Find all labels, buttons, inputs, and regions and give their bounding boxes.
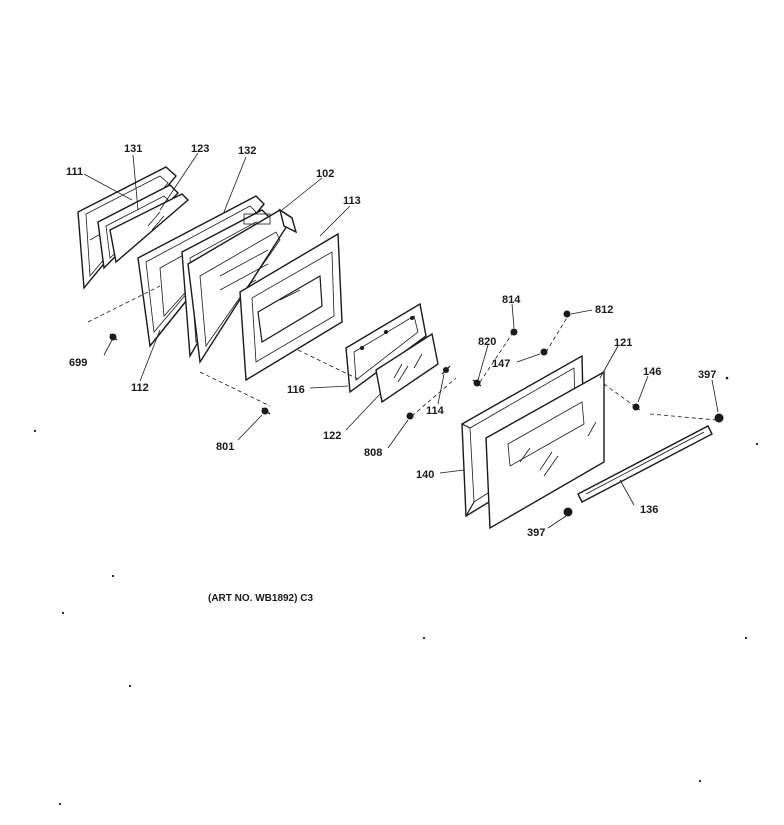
label-102: 102: [316, 168, 334, 180]
label-114: 114: [426, 405, 445, 417]
leader-lines: [83, 152, 719, 529]
label-397-bottom: 397: [527, 527, 545, 539]
label-121: 121: [614, 337, 632, 349]
part-820-screw: [472, 379, 482, 387]
label-801: 801: [216, 441, 234, 453]
part-812-screw: [563, 310, 571, 318]
part-121-outer-glass: [485, 370, 605, 530]
scan-specks: [33, 376, 759, 806]
part-113-door-panel: [239, 232, 343, 382]
label-140: 140: [416, 469, 434, 481]
label-147: 147: [492, 358, 510, 370]
part-123-glass: [109, 193, 190, 264]
label-132: 132: [238, 145, 256, 157]
part-122-glass: [375, 332, 439, 404]
label-814: 814: [502, 294, 521, 306]
label-113: 113: [343, 195, 361, 207]
label-122: 122: [323, 430, 341, 442]
part-146-clip: [632, 403, 640, 411]
alignment-lines: [87, 285, 717, 421]
label-808: 808: [364, 447, 382, 459]
label-111: 111: [66, 166, 83, 178]
part-number-labels: 111 131 123 132 102 113 699 112 116 801 …: [66, 143, 716, 539]
art-number-caption: (ART NO. WB1892) C3: [208, 593, 313, 604]
label-397-top: 397: [698, 369, 716, 381]
label-123: 123: [191, 143, 209, 155]
label-699: 699: [69, 357, 87, 369]
part-114-clip: [441, 365, 451, 375]
label-820: 820: [478, 336, 496, 348]
part-397-end-cap-bottom: [563, 507, 573, 517]
part-808-screw: [406, 412, 414, 420]
label-112: 112: [131, 382, 149, 394]
part-102-inner-box: [187, 208, 298, 365]
part-147-clip: [540, 348, 548, 356]
label-146: 146: [643, 366, 661, 378]
part-116-window-frame: [345, 302, 427, 394]
label-116: 116: [287, 384, 305, 396]
part-814-screw: [510, 328, 518, 336]
part-397-end-cap-top: [714, 413, 724, 423]
label-136: 136: [640, 504, 658, 516]
part-801-screw: [261, 407, 271, 415]
part-136-handle: [577, 425, 713, 503]
label-812: 812: [595, 304, 613, 316]
part-699-screw: [109, 333, 118, 341]
label-131: 131: [124, 143, 142, 155]
